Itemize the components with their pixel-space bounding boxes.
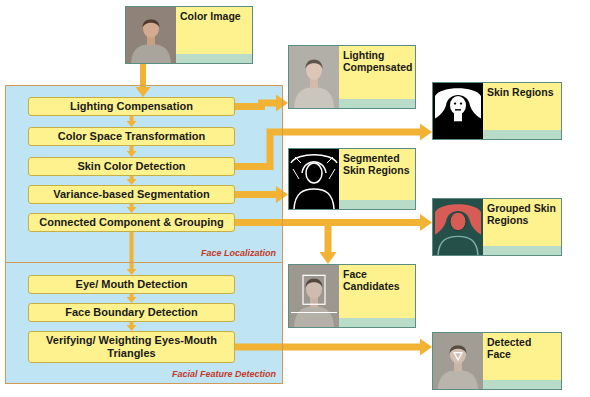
process-box: Variance-based Segmentation xyxy=(28,185,235,204)
stage-panel: Face Localization Lighting CompensationCo… xyxy=(5,85,283,263)
flow-arrow xyxy=(235,103,276,107)
panel-fill xyxy=(5,85,283,263)
panel-title: Face Localization xyxy=(201,248,282,262)
image-frame: Lighting Compensated xyxy=(288,45,416,109)
image-frame: Grouped Skin Regions xyxy=(432,198,562,256)
flow-arrow xyxy=(130,146,134,151)
process-label: Color Space Transformation xyxy=(33,130,230,143)
process-label: Face Boundary Detection xyxy=(33,306,230,319)
image-label: Face Candidates xyxy=(339,265,415,327)
flow-arrow xyxy=(130,322,134,325)
image-frame: Segmented Skin Regions xyxy=(288,148,416,210)
flow-arrow xyxy=(130,294,134,297)
flow-arrow xyxy=(235,191,276,198)
process-label: Connected Component & Grouping xyxy=(33,216,230,229)
image-label: Grouped Skin Regions xyxy=(483,199,561,255)
process-label: Lighting Compensation xyxy=(33,100,230,113)
flow-arrow xyxy=(130,204,134,207)
image-label: Skin Regions xyxy=(483,83,561,139)
process-box: Skin Color Detection xyxy=(28,157,235,176)
image-frame: Face Candidates xyxy=(288,264,416,328)
process-box: Eye/ Mouth Detection xyxy=(28,275,235,294)
grouped-photo xyxy=(433,199,483,255)
panel-fill xyxy=(5,262,283,384)
segmented-photo xyxy=(289,149,339,209)
process-label: Skin Color Detection xyxy=(33,160,230,173)
compensated-photo xyxy=(289,46,339,108)
process-label: Variance-based Segmentation xyxy=(33,188,230,201)
stage-panel: Facial Feature Detection Eye/ Mouth Detec… xyxy=(5,262,283,384)
flow-arrow xyxy=(235,223,328,253)
input-photo xyxy=(126,7,176,63)
panel-title: Facial Feature Detection xyxy=(172,369,282,383)
process-label: Verifying/ Weighting Eyes-Mouth Triangle… xyxy=(33,334,230,360)
image-label: Detected Face xyxy=(483,333,561,389)
image-label: Color Image xyxy=(176,7,252,63)
process-box: Verifying/ Weighting Eyes-Mouth Triangle… xyxy=(28,331,235,363)
process-box: Face Boundary Detection xyxy=(28,303,235,322)
image-frame: Skin Regions xyxy=(432,82,562,140)
process-box: Color Space Transformation xyxy=(28,127,235,146)
image-frame: Color Image xyxy=(125,6,253,64)
flow-arrow xyxy=(140,64,146,87)
image-label: Segmented Skin Regions xyxy=(339,149,415,209)
process-box: Lighting Compensation xyxy=(28,97,235,116)
image-frame: Detected Face xyxy=(432,332,562,390)
candidate-photo xyxy=(289,265,339,327)
process-label: Eye/ Mouth Detection xyxy=(33,278,230,291)
flow-arrow xyxy=(235,344,420,351)
detected-photo xyxy=(433,333,483,389)
skin-mask-photo xyxy=(433,83,483,139)
flow-arrow xyxy=(130,116,134,121)
image-label: Lighting Compensated xyxy=(339,46,415,108)
process-box: Connected Component & Grouping xyxy=(28,213,235,232)
flow-arrow xyxy=(130,176,134,179)
flow-arrow xyxy=(130,232,134,269)
